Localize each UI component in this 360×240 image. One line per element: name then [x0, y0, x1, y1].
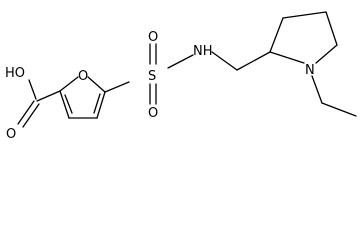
bond-c-o-double-a: [17, 100, 35, 125]
bond-c5-s: [104, 81, 130, 93]
furan-ring: [59, 76, 106, 119]
bond-ethyl-ch3: [321, 102, 357, 117]
pyrrolidine-nitrogen-label: N: [305, 63, 315, 78]
bond-c3-c2: [59, 90, 70, 119]
methylene-linker: [211, 51, 271, 71]
furan-oxygen-label: O: [78, 69, 88, 84]
bond-c5-n: [315, 44, 338, 64]
bond-c3-c4: [282, 11, 327, 19]
sulfonyl-oxygen-bottom-label: O: [148, 106, 158, 121]
bond-c4-c5-inner: [93, 93, 101, 114]
carbonyl-oxygen-label: O: [6, 127, 16, 142]
bond-n-ch2: [211, 51, 238, 71]
bond-n-c2: [269, 51, 305, 64]
bond-c2-c3: [269, 17, 284, 53]
bond-c2-o1: [59, 76, 79, 92]
sulfonyl-oxygen-top-label: O: [148, 30, 158, 45]
bond-s-n: [167, 54, 194, 69]
bond-c5-c4: [96, 91, 106, 119]
bond-c-oh: [28, 79, 37, 100]
carboxyl-group: [17, 79, 61, 128]
sulfonyl-group: [104, 43, 194, 105]
bond-c-furan: [36, 90, 61, 102]
bond-ch2-c2: [236, 51, 271, 71]
ethyl-group: [311, 75, 357, 117]
amine-label: NH: [193, 44, 213, 59]
sulfur-label: S: [148, 69, 156, 84]
structure-diagram: HO O O S O O NH N: [5, 11, 357, 142]
molecule-drawing: HO O O S O O NH N: [5, 11, 357, 142]
bond-n-ch2-ethyl: [311, 75, 323, 104]
bond-c-o-double-b: [22, 103, 40, 128]
pyrrolidine-ring: [269, 11, 338, 64]
bond-c4-c5: [325, 11, 338, 46]
bond-c2-c3-inner: [64, 94, 73, 114]
bond-o1-c5: [87, 76, 106, 93]
hydroxyl-label: HO: [5, 66, 25, 81]
